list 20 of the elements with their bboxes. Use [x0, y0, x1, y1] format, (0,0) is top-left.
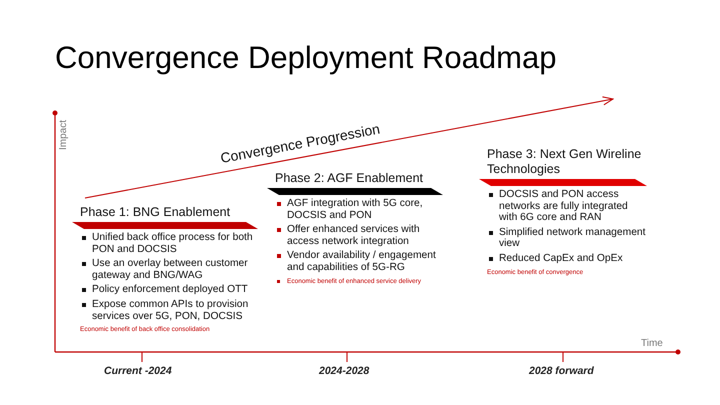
period-label: 2028 forward: [529, 365, 594, 377]
bullet-item: Use an overlay between customer gateway and BNG/WAG: [80, 258, 260, 282]
bullet-item: Offer enhanced services with access network integration: [275, 224, 445, 248]
slide-title: Convergence Deployment Roadmap: [55, 40, 556, 76]
bullet-item: Policy enforcement deployed OTT: [80, 284, 260, 296]
period-label: 2024-2028: [319, 365, 370, 377]
bullet-item: Simplified network management view: [487, 226, 647, 250]
bullet-item: AGF integration with 5G core, DOCSIS and PON: [275, 198, 445, 222]
bullet-item: Expose common APIs to provision services over 5G, PON, DOCSIS: [80, 298, 260, 322]
phase-heading: Phase 3: Next Gen Wireline Technologies: [487, 147, 642, 177]
period-label: Current -2024: [104, 365, 172, 377]
axis-label: Impact: [58, 120, 69, 150]
bullet-item: Vendor availability / engagement and capabilities of 5G-RG: [275, 250, 445, 274]
arrow-label: Convergence Progression: [219, 120, 382, 166]
bullet-item: Reduced CapEx and OpEx: [487, 252, 647, 265]
phase-heading: Phase 1: BNG Enablement: [80, 205, 232, 220]
bullet-item: Unified back office process for both PON and DOCSIS: [80, 232, 260, 256]
bullet-item: DOCSIS and PON access networks are fully integrated with 6G core and RAN: [487, 189, 647, 224]
phase-heading: Phase 2: AGF Enablement: [275, 171, 424, 186]
axis-label: Time: [641, 338, 663, 349]
